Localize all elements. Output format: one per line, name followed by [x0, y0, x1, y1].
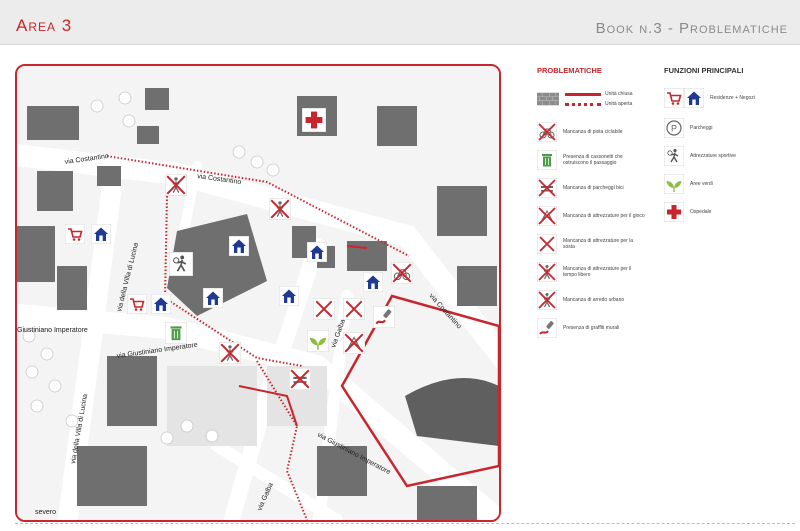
waste-bin-icon	[537, 150, 557, 170]
no-bike-parking-icon	[537, 178, 557, 198]
no-leisure-marker[interactable]	[219, 342, 241, 364]
legend-item: Aree verdi	[664, 173, 794, 195]
no-seating-marker[interactable]	[313, 298, 335, 320]
legend-item: Residenze + Negozi	[664, 85, 794, 111]
residence-marker[interactable]	[91, 224, 111, 244]
parking-icon	[664, 118, 684, 138]
no-street-furniture-icon	[537, 290, 557, 310]
legend-item: Ospedale	[664, 201, 794, 223]
legend-item-label: Mancanza di pista ciclabile	[563, 129, 623, 135]
no-seating-marker[interactable]	[343, 298, 365, 320]
residence-marker[interactable]	[307, 242, 327, 262]
legend-item: Attrezzature sportive	[664, 145, 794, 167]
sport-facility-marker[interactable]	[169, 252, 193, 276]
legend-item-label: Mancanza di attrezzature per il tempo li…	[563, 266, 632, 278]
legend-item-label: Mancanza di attrezzature per la sosta	[563, 238, 634, 250]
residence-marker[interactable]	[279, 286, 299, 306]
urban-blocks	[167, 366, 327, 446]
legend-item-label: Attrezzature sportive	[690, 153, 736, 159]
buildings	[17, 88, 499, 520]
legend-item: Parcheggi	[664, 117, 794, 139]
map-frame[interactable]: via Costantino via Costantino via Costan…	[15, 64, 501, 522]
legend-functions: Funzioni principali Residenze + Negozi P…	[664, 66, 794, 229]
tree-circles	[22, 91, 280, 445]
no-bike-parking-marker[interactable]	[289, 368, 311, 390]
legend-item-label: Parcheggi	[690, 125, 713, 131]
residence-marker[interactable]	[151, 294, 171, 314]
legend-item-label: Presenza di cassonetti che ostruiscono i…	[563, 154, 623, 166]
open-unit-lines	[106, 155, 410, 520]
legend-item-label: Aree verdi	[690, 181, 713, 187]
residence-marker[interactable]	[203, 288, 223, 308]
wall-icon	[537, 92, 559, 106]
no-street-furniture-marker[interactable]	[269, 198, 291, 220]
legend-item-label: Mancanza di arredo urbano	[563, 297, 625, 303]
no-leisure-icon	[537, 262, 557, 282]
legend-item-label: Ospedale	[690, 209, 712, 215]
book-title: Book n.3 - Problematiche	[595, 20, 788, 37]
graffiti-marker[interactable]	[373, 306, 395, 328]
open-unit-swatch	[565, 102, 601, 106]
legend-item-label: Residenze + Negozi	[710, 95, 755, 101]
map-canvas[interactable]: via Costantino via Costantino via Costan…	[17, 66, 499, 520]
graffiti-icon	[537, 318, 557, 338]
page-divider	[15, 523, 795, 524]
no-street-furniture-marker[interactable]	[165, 174, 187, 196]
legend-item: Mancanza di attrezzature per il tempo li…	[537, 261, 655, 283]
closed-unit-label: Unità chiusa	[605, 91, 633, 97]
legend-item: Mancanza di attrezzature per la sosta	[537, 233, 655, 255]
legend-problems: Problematiche Unità chiusa Unità aperta …	[537, 66, 655, 345]
legend-unit-lines: Unità chiusa Unità aperta	[537, 85, 655, 113]
green-area-icon	[664, 174, 684, 194]
green-area-marker[interactable]	[307, 330, 329, 352]
no-bicycle-lane-icon	[537, 122, 557, 142]
no-seating-icon	[537, 234, 557, 254]
legend-item: Mancanza di attrezzature per il gioco	[537, 205, 655, 227]
shop-marker[interactable]	[127, 294, 147, 314]
residence-marker[interactable]	[229, 236, 249, 256]
no-playground-icon	[537, 206, 557, 226]
legend-functions-heading: Funzioni principali	[664, 66, 744, 75]
legend-item: Presenza di graffiti murali	[537, 317, 655, 339]
sport-facility-icon	[664, 146, 684, 166]
hospital-icon	[664, 202, 684, 222]
open-unit-label: Unità aperta	[605, 101, 633, 107]
page-header	[0, 0, 800, 45]
legend-problems-heading: Problematiche	[537, 66, 602, 75]
hospital-marker[interactable]	[302, 108, 326, 132]
no-playground-marker[interactable]	[343, 332, 365, 354]
area-title: Area 3	[16, 16, 73, 35]
street-label: Giustiniano Imperatore	[17, 327, 88, 334]
closed-unit-swatch	[565, 92, 601, 96]
legend-item: Mancanza di pista ciclabile	[537, 121, 655, 143]
residence-marker[interactable]	[363, 272, 383, 292]
no-bicycle-lane-marker[interactable]	[391, 262, 413, 284]
legend-item-label: Mancanza di parcheggi bici	[563, 185, 624, 191]
legend-item: Presenza di cassonetti che ostruiscono i…	[537, 149, 655, 171]
legend-item: Mancanza di arredo urbano	[537, 289, 655, 311]
legend-item: Mancanza di parcheggi bici	[537, 177, 655, 199]
residence-shop-icon	[664, 88, 704, 108]
shop-marker[interactable]	[65, 224, 85, 244]
street-label: severo	[35, 509, 56, 516]
waste-bin-marker[interactable]	[165, 322, 187, 344]
legend-item-label: Mancanza di attrezzature per il gioco	[563, 213, 645, 219]
legend-item-label: Presenza di graffiti murali	[563, 325, 620, 331]
closed-unit-lines	[238, 245, 499, 488]
